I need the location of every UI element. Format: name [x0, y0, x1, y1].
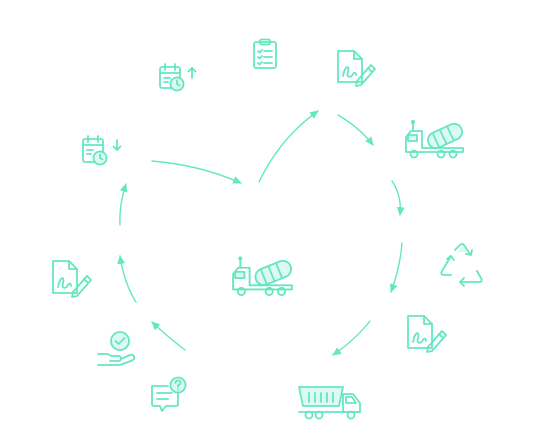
signed-document-icon [337, 50, 376, 87]
recycle-icon [440, 243, 483, 287]
center-cement-mixer-truck-icon [232, 256, 293, 297]
arrow-right-down-1 [391, 180, 405, 216]
calendar-clock-arrow-down-icon [82, 135, 122, 166]
calendar-clock-arrow-up-icon [159, 63, 197, 92]
arrow-bottom-right [332, 320, 371, 356]
chat-question-icon [151, 376, 187, 412]
arrow-bottom-left-up [151, 321, 186, 351]
arrow-right-down-2 [390, 242, 403, 293]
arrow-top-right [337, 114, 374, 146]
signed-document-icon [407, 315, 447, 353]
arrow-to-center [151, 160, 242, 184]
clipboard-checklist-icon [253, 38, 277, 69]
arrow-center-up [258, 110, 319, 183]
cement-mixer-truck-icon [405, 120, 464, 159]
signed-document-icon [52, 260, 92, 298]
hand-check-icon [97, 331, 136, 366]
dump-truck-icon [298, 386, 361, 420]
arrow-left-up-2 [119, 183, 128, 226]
arrow-left-up-1 [117, 255, 137, 303]
